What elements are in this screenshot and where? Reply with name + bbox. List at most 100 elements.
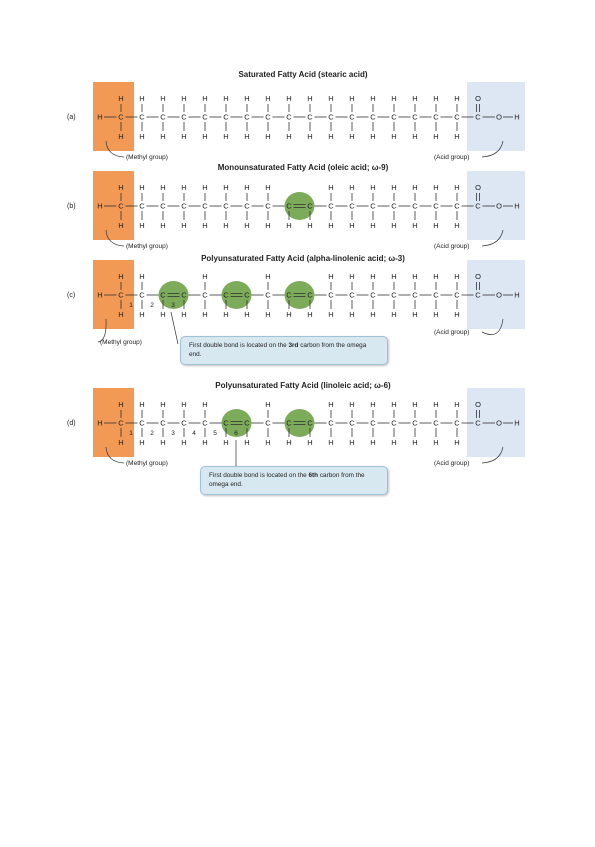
methyl-group-label: (Methyl group): [126, 460, 168, 467]
atom-h: H: [370, 310, 375, 319]
atom-h: H: [223, 183, 228, 192]
atom-h: H: [307, 132, 312, 141]
atom-h: H: [349, 221, 354, 230]
atom-h: H: [370, 132, 375, 141]
atom-h: H: [181, 310, 186, 319]
acid-box: [467, 82, 525, 151]
atom-c: C: [202, 202, 208, 211]
atom-o: O: [496, 202, 502, 211]
atom-c: C: [370, 291, 376, 300]
methyl-box: [93, 171, 134, 240]
atom-h: H: [349, 183, 354, 192]
atom-h: H: [370, 438, 375, 447]
atom-c: C: [223, 202, 229, 211]
atom-h: H: [181, 400, 186, 409]
acid-arrow: [481, 318, 504, 335]
atom-h: H: [118, 400, 123, 409]
atom-h: H: [349, 310, 354, 319]
atom-o: O: [475, 183, 481, 192]
atom-h: H: [412, 272, 417, 281]
atom-c: C: [391, 113, 397, 122]
atom-h: H: [160, 310, 165, 319]
atom-c: C: [412, 419, 418, 428]
atom-h: H: [202, 310, 207, 319]
atom-h: H: [433, 183, 438, 192]
atom-h: H: [160, 183, 165, 192]
atom-c: C: [265, 291, 271, 300]
atom-h: H: [265, 272, 270, 281]
atom-h: H: [328, 94, 333, 103]
atom-h: H: [391, 438, 396, 447]
atom-h: H: [139, 310, 144, 319]
atom-c: C: [202, 419, 208, 428]
atom-h: H: [160, 94, 165, 103]
atom-h: H: [391, 221, 396, 230]
atom-c: C: [139, 113, 145, 122]
atom-c: C: [454, 419, 460, 428]
atom-h: H: [202, 132, 207, 141]
atom-c: C: [118, 113, 124, 122]
acid-box: [467, 171, 525, 240]
acid-box: [467, 260, 525, 329]
atom-c: C: [454, 113, 460, 122]
atom-h: H: [202, 400, 207, 409]
atom-h: H: [118, 438, 123, 447]
atom-h: H: [202, 221, 207, 230]
acid-arrow: [481, 140, 504, 158]
atom-h: H: [370, 94, 375, 103]
atom-c: C: [139, 291, 145, 300]
atom-c: C: [475, 202, 481, 211]
atom-h: H: [118, 132, 123, 141]
atom-h: H: [514, 202, 519, 211]
atom-c: C: [181, 419, 187, 428]
atom-h: H: [412, 400, 417, 409]
atom-h: H: [328, 132, 333, 141]
atom-h: H: [139, 221, 144, 230]
atom-h: H: [244, 221, 249, 230]
atom-h: H: [265, 183, 270, 192]
atom-c: C: [433, 419, 439, 428]
atom-h: H: [370, 272, 375, 281]
atom-h: H: [454, 310, 459, 319]
atom-c: C: [223, 291, 229, 300]
atom-h: H: [412, 438, 417, 447]
panel-b-label: (b): [67, 203, 76, 210]
atom-h: H: [223, 221, 228, 230]
atom-h: H: [160, 438, 165, 447]
panel-a-title: Saturated Fatty Acid (stearic acid): [238, 70, 368, 79]
atom-h: H: [307, 94, 312, 103]
atom-h: H: [139, 272, 144, 281]
carbon-number: 1: [129, 430, 133, 437]
acid-group-label: (Acid group): [434, 243, 469, 250]
atom-c: C: [244, 419, 250, 428]
atom-c: C: [160, 291, 166, 300]
atom-h: H: [328, 221, 333, 230]
atom-c: C: [286, 419, 292, 428]
atom-c: C: [181, 291, 187, 300]
atom-h: H: [97, 419, 102, 428]
note-c-text-post: carbon from the omega end.: [189, 342, 367, 358]
panel-a-label: (a): [67, 114, 76, 121]
atom-h: H: [160, 221, 165, 230]
note-c-pointer: [170, 311, 179, 345]
atom-c: C: [244, 291, 250, 300]
atom-h: H: [202, 94, 207, 103]
atom-h: H: [139, 94, 144, 103]
atom-h: H: [328, 310, 333, 319]
atom-c: C: [370, 202, 376, 211]
atom-h: H: [244, 132, 249, 141]
acid-arrow: [481, 446, 504, 464]
atom-h: H: [454, 400, 459, 409]
atom-c: C: [286, 291, 292, 300]
atom-h: H: [139, 438, 144, 447]
methyl-group-label: (Methyl group): [100, 339, 142, 346]
atom-h: H: [328, 400, 333, 409]
atom-h: H: [244, 183, 249, 192]
atom-h: H: [160, 132, 165, 141]
atom-h: H: [223, 438, 228, 447]
atom-h: H: [391, 400, 396, 409]
atom-h: H: [160, 400, 165, 409]
atom-h: H: [118, 94, 123, 103]
